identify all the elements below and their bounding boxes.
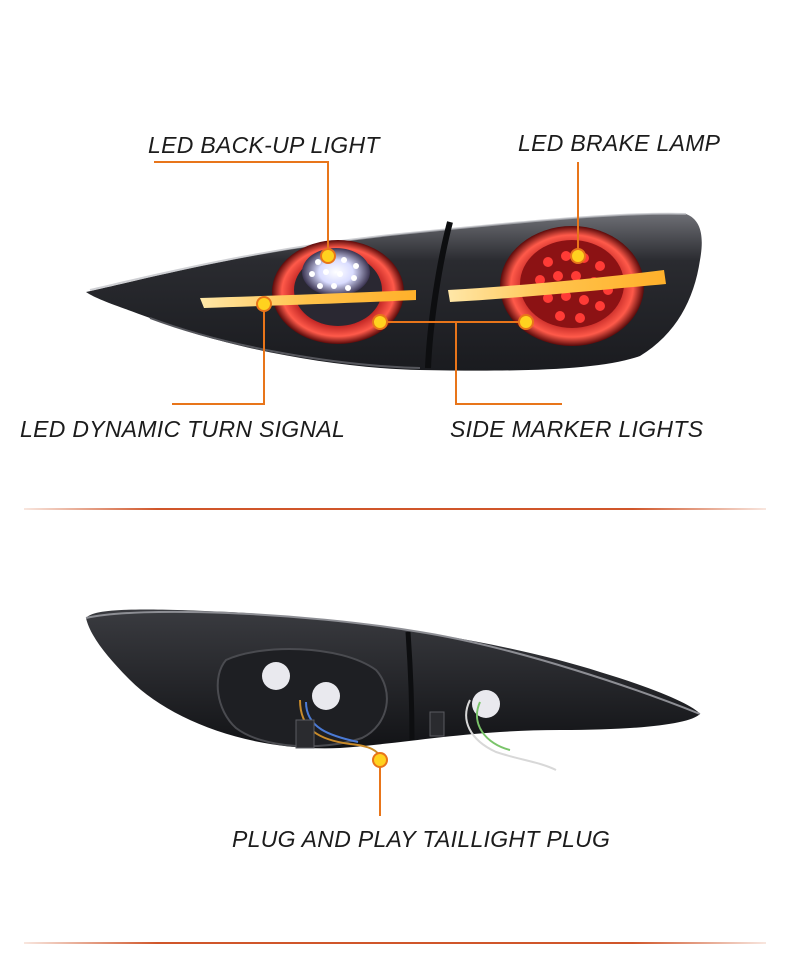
turn-signal-bar-right: [448, 270, 666, 302]
rear-split: [405, 631, 415, 741]
housing-top-edge: [89, 212, 687, 291]
housing-split: [425, 221, 453, 369]
section-divider-top: [24, 508, 766, 510]
label-side-marker: SIDE MARKER LIGHTS: [450, 416, 704, 442]
bulb-socket-2: [312, 682, 340, 710]
callout-lines-top: [154, 161, 579, 405]
callout-dot-plug: [372, 752, 388, 768]
bulb-socket-1: [262, 662, 290, 690]
rear-housing-edge: [85, 610, 701, 715]
label-plug: PLUG AND PLAY TAILLIGHT PLUG: [232, 826, 611, 852]
connector-left: [295, 719, 315, 749]
label-brake-lamp: LED BRAKE LAMP: [518, 130, 721, 156]
callout-dots-top: [256, 248, 586, 330]
rear-housing: [86, 609, 700, 749]
label-turn-signal: LED DYNAMIC TURN SIGNAL: [20, 416, 346, 442]
label-backup-light: LED BACK-UP LIGHT: [148, 132, 380, 158]
bulb-socket-3: [472, 690, 500, 718]
housing-lower-trim: [149, 317, 421, 369]
rear-mount-plate: [216, 648, 388, 748]
section-divider-bottom: [24, 942, 766, 944]
turn-signal-bar: [200, 290, 416, 308]
connector-right: [429, 711, 445, 737]
